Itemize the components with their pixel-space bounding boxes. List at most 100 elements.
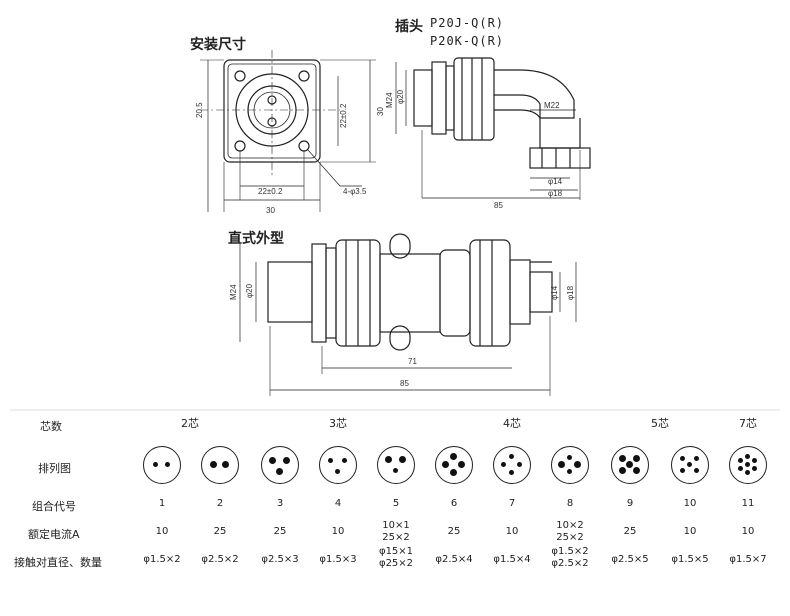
pin-contact xyxy=(449,468,457,476)
dim-mount-inner-vertical: 22±0.2 xyxy=(339,103,348,128)
straight-title: 直式外型 xyxy=(228,231,284,247)
dim-straight-d20: φ20 xyxy=(245,283,254,298)
dim-plug-d18: φ18 xyxy=(548,189,563,198)
pin-contact xyxy=(341,457,347,463)
pin-layout-4 xyxy=(319,446,357,484)
dim-mount-outer-vertical: 30 xyxy=(376,107,385,116)
pin-contact xyxy=(384,455,392,463)
pin-contact xyxy=(282,456,290,464)
row-header-cores: 芯数 xyxy=(40,420,62,433)
cell-current-11: 10 xyxy=(741,526,755,537)
cell-contact-2: φ2.5×2 xyxy=(201,554,239,565)
pin-contact xyxy=(221,460,229,468)
cell-current-7: 10 xyxy=(505,526,519,537)
pin-contact xyxy=(737,457,743,463)
cell-current-4: 10 xyxy=(331,526,345,537)
pin-contact xyxy=(686,461,692,467)
pin-contact xyxy=(573,460,581,468)
pin-layout-9 xyxy=(611,446,649,484)
cell-current-9: 25 xyxy=(623,526,637,537)
pin-contact xyxy=(693,455,699,461)
pin-layout-11 xyxy=(729,446,767,484)
dim-plug-m22: M22 xyxy=(544,101,560,110)
cell-contact-1: φ1.5×2 xyxy=(143,554,181,565)
cell-code-6: 6 xyxy=(450,498,458,509)
pin-contact xyxy=(744,461,750,467)
cell-code-11: 11 xyxy=(741,498,755,509)
dim-straight-85: 85 xyxy=(400,379,409,388)
pin-contact xyxy=(398,455,406,463)
cell-current-2: 25 xyxy=(213,526,227,537)
pin-layout-10 xyxy=(671,446,709,484)
part-number-1: P20J-Q(R) xyxy=(430,16,505,30)
dim-straight-d18: φ18 xyxy=(566,285,575,300)
mounting-view xyxy=(200,50,376,212)
cell-current-6: 25 xyxy=(447,526,461,537)
cell-code-2: 2 xyxy=(216,498,224,509)
cell-current-3: 25 xyxy=(273,526,287,537)
cell-code-3: 3 xyxy=(276,498,284,509)
dim-mount-hole: 4-φ3.5 xyxy=(343,187,367,196)
pin-contact xyxy=(164,461,170,467)
dim-straight-m24: M24 xyxy=(229,284,238,300)
cell-current-1: 10 xyxy=(155,526,169,537)
pin-contact xyxy=(744,469,750,475)
pin-contact xyxy=(392,467,398,473)
pin-layout-5 xyxy=(377,446,415,484)
pin-contact xyxy=(441,460,449,468)
row-header-code: 组合代号 xyxy=(32,500,76,513)
straight-view xyxy=(239,233,577,396)
cell-contact-4: φ1.5×3 xyxy=(319,554,357,565)
dim-plug-length: 85 xyxy=(494,201,503,210)
core-group-2: 2芯 xyxy=(181,417,199,430)
pin-contact xyxy=(275,467,283,475)
pin-contact xyxy=(632,466,640,474)
pin-contact xyxy=(618,454,626,462)
mounting-title: 安装尺寸 xyxy=(190,37,246,53)
pin-contact xyxy=(449,452,457,460)
pin-contact xyxy=(693,467,699,473)
pin-contact xyxy=(679,467,685,473)
pin-contact xyxy=(508,453,514,459)
pin-contact xyxy=(737,465,743,471)
dim-plug-d14: φ14 xyxy=(548,177,563,186)
pin-contact xyxy=(566,468,572,474)
pin-contact xyxy=(751,457,757,463)
core-group-4: 4芯 xyxy=(503,417,521,430)
pin-contact xyxy=(508,469,514,475)
pin-contact xyxy=(457,460,465,468)
pin-layout-8 xyxy=(551,446,589,484)
cell-contact-9: φ2.5×5 xyxy=(611,554,649,565)
dim-plug-d20: φ20 xyxy=(396,89,405,104)
pin-contact xyxy=(751,465,757,471)
pin-contact xyxy=(152,461,158,467)
pin-layout-1 xyxy=(143,446,181,484)
pin-layout-7 xyxy=(493,446,531,484)
dim-mount-outer-horizontal: 30 xyxy=(266,206,275,215)
pin-contact xyxy=(268,456,276,464)
dim-mount-height: 20.5 xyxy=(195,102,204,118)
cell-code-10: 10 xyxy=(683,498,697,509)
row-header-contact: 接触对直径、数量 xyxy=(14,556,102,569)
pin-contact xyxy=(209,460,217,468)
pin-layout-3 xyxy=(261,446,299,484)
dim-straight-71: 71 xyxy=(408,357,417,366)
pin-contact xyxy=(566,454,572,460)
dim-straight-d14: φ14 xyxy=(550,285,559,300)
pin-layout-2 xyxy=(201,446,239,484)
pin-contact xyxy=(334,468,340,474)
row-header-current: 额定电流A xyxy=(28,528,80,541)
row-header-layout: 排列图 xyxy=(38,462,71,475)
cell-code-5: 5 xyxy=(392,498,400,509)
cell-contact-11: φ1.5×7 xyxy=(729,554,767,565)
pin-contact xyxy=(744,453,750,459)
core-group-7: 7芯 xyxy=(739,417,757,430)
cell-current-10: 10 xyxy=(683,526,697,537)
plug-title: 插头 xyxy=(395,19,423,35)
dim-mount-inner-horizontal: 22±0.2 xyxy=(258,187,283,196)
pin-contact xyxy=(516,461,522,467)
